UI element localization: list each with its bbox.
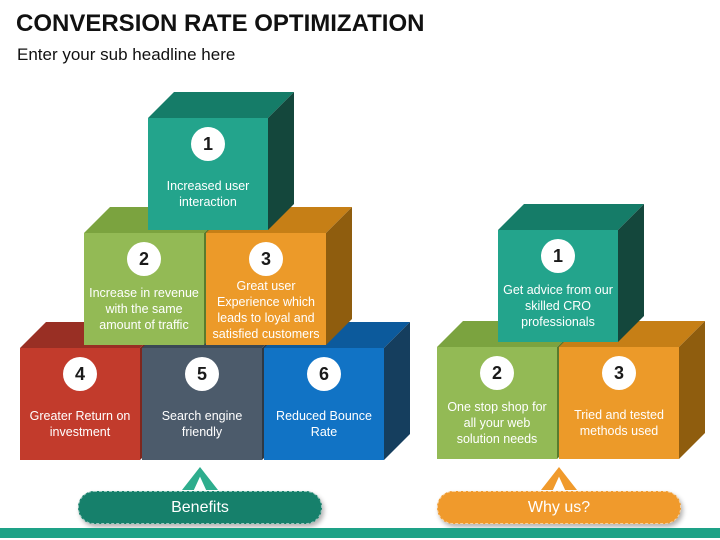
block-label: Increase in revenue with the same amount…	[89, 285, 199, 332]
cube-side-face	[326, 207, 352, 345]
benefit-cube-1: 1 Increased user interaction	[148, 92, 294, 230]
cube-front-face: 3 Tried and tested methods used	[559, 347, 679, 459]
block-label: Greater Return on investment	[29, 408, 131, 439]
page-subtitle: Enter your sub headline here	[17, 45, 236, 64]
cube-side-face	[618, 204, 644, 342]
number-badge: 5	[185, 357, 219, 391]
cube-side-face	[679, 321, 705, 459]
bottom-accent-bar	[0, 528, 720, 538]
benefits-banner: Benefits	[78, 491, 322, 524]
cube-top-face	[148, 92, 294, 118]
cube-side-face	[268, 92, 294, 230]
number-badge: 2	[480, 356, 514, 390]
block-label: Increased user interaction	[166, 178, 250, 209]
whyus-cube-3: 3 Tried and tested methods used	[559, 321, 705, 459]
page-title: CONVERSION RATE OPTIMIZATION	[16, 10, 425, 37]
block-label: Reduced Bounce Rate	[276, 408, 372, 439]
cube-front-face: 1 Increased user interaction	[148, 118, 268, 230]
number-badge: 4	[63, 357, 97, 391]
block-label: Tried and tested methods used	[574, 407, 664, 438]
cube-top-face	[498, 204, 644, 230]
whyus-banner: Why us?	[437, 491, 681, 524]
number-badge: 2	[127, 242, 161, 276]
benefit-cube-6: 6 Reduced Bounce Rate	[264, 322, 410, 460]
cube-front-face: 3 Great user Experience which leads to l…	[206, 233, 326, 345]
cube-side-face	[384, 322, 410, 460]
cube-front-face: 4 Greater Return on investment	[20, 348, 140, 460]
block-label: One stop shop for all your web solution …	[447, 399, 547, 446]
number-badge: 3	[249, 242, 283, 276]
cube-front-face: 2 One stop shop for all your web solutio…	[437, 347, 557, 459]
cube-front-face: 6 Reduced Bounce Rate	[264, 348, 384, 460]
cube-front-face: 5 Search engine friendly	[142, 348, 262, 460]
number-badge: 6	[307, 357, 341, 391]
block-label: Get advice from our skilled CRO professi…	[503, 282, 613, 329]
number-badge: 1	[541, 239, 575, 273]
whyus-chevron-up-icon	[541, 467, 577, 490]
benefits-chevron-up-icon	[182, 467, 218, 490]
number-badge: 1	[191, 127, 225, 161]
cube-front-face: 1 Get advice from our skilled CRO profes…	[498, 230, 618, 342]
block-label: Search engine friendly	[161, 408, 243, 439]
whyus-cube-1: 1 Get advice from our skilled CRO profes…	[498, 204, 644, 342]
number-badge: 3	[602, 356, 636, 390]
cube-front-face: 2 Increase in revenue with the same amou…	[84, 233, 204, 345]
block-label: Great user Experience which leads to loy…	[212, 279, 320, 341]
